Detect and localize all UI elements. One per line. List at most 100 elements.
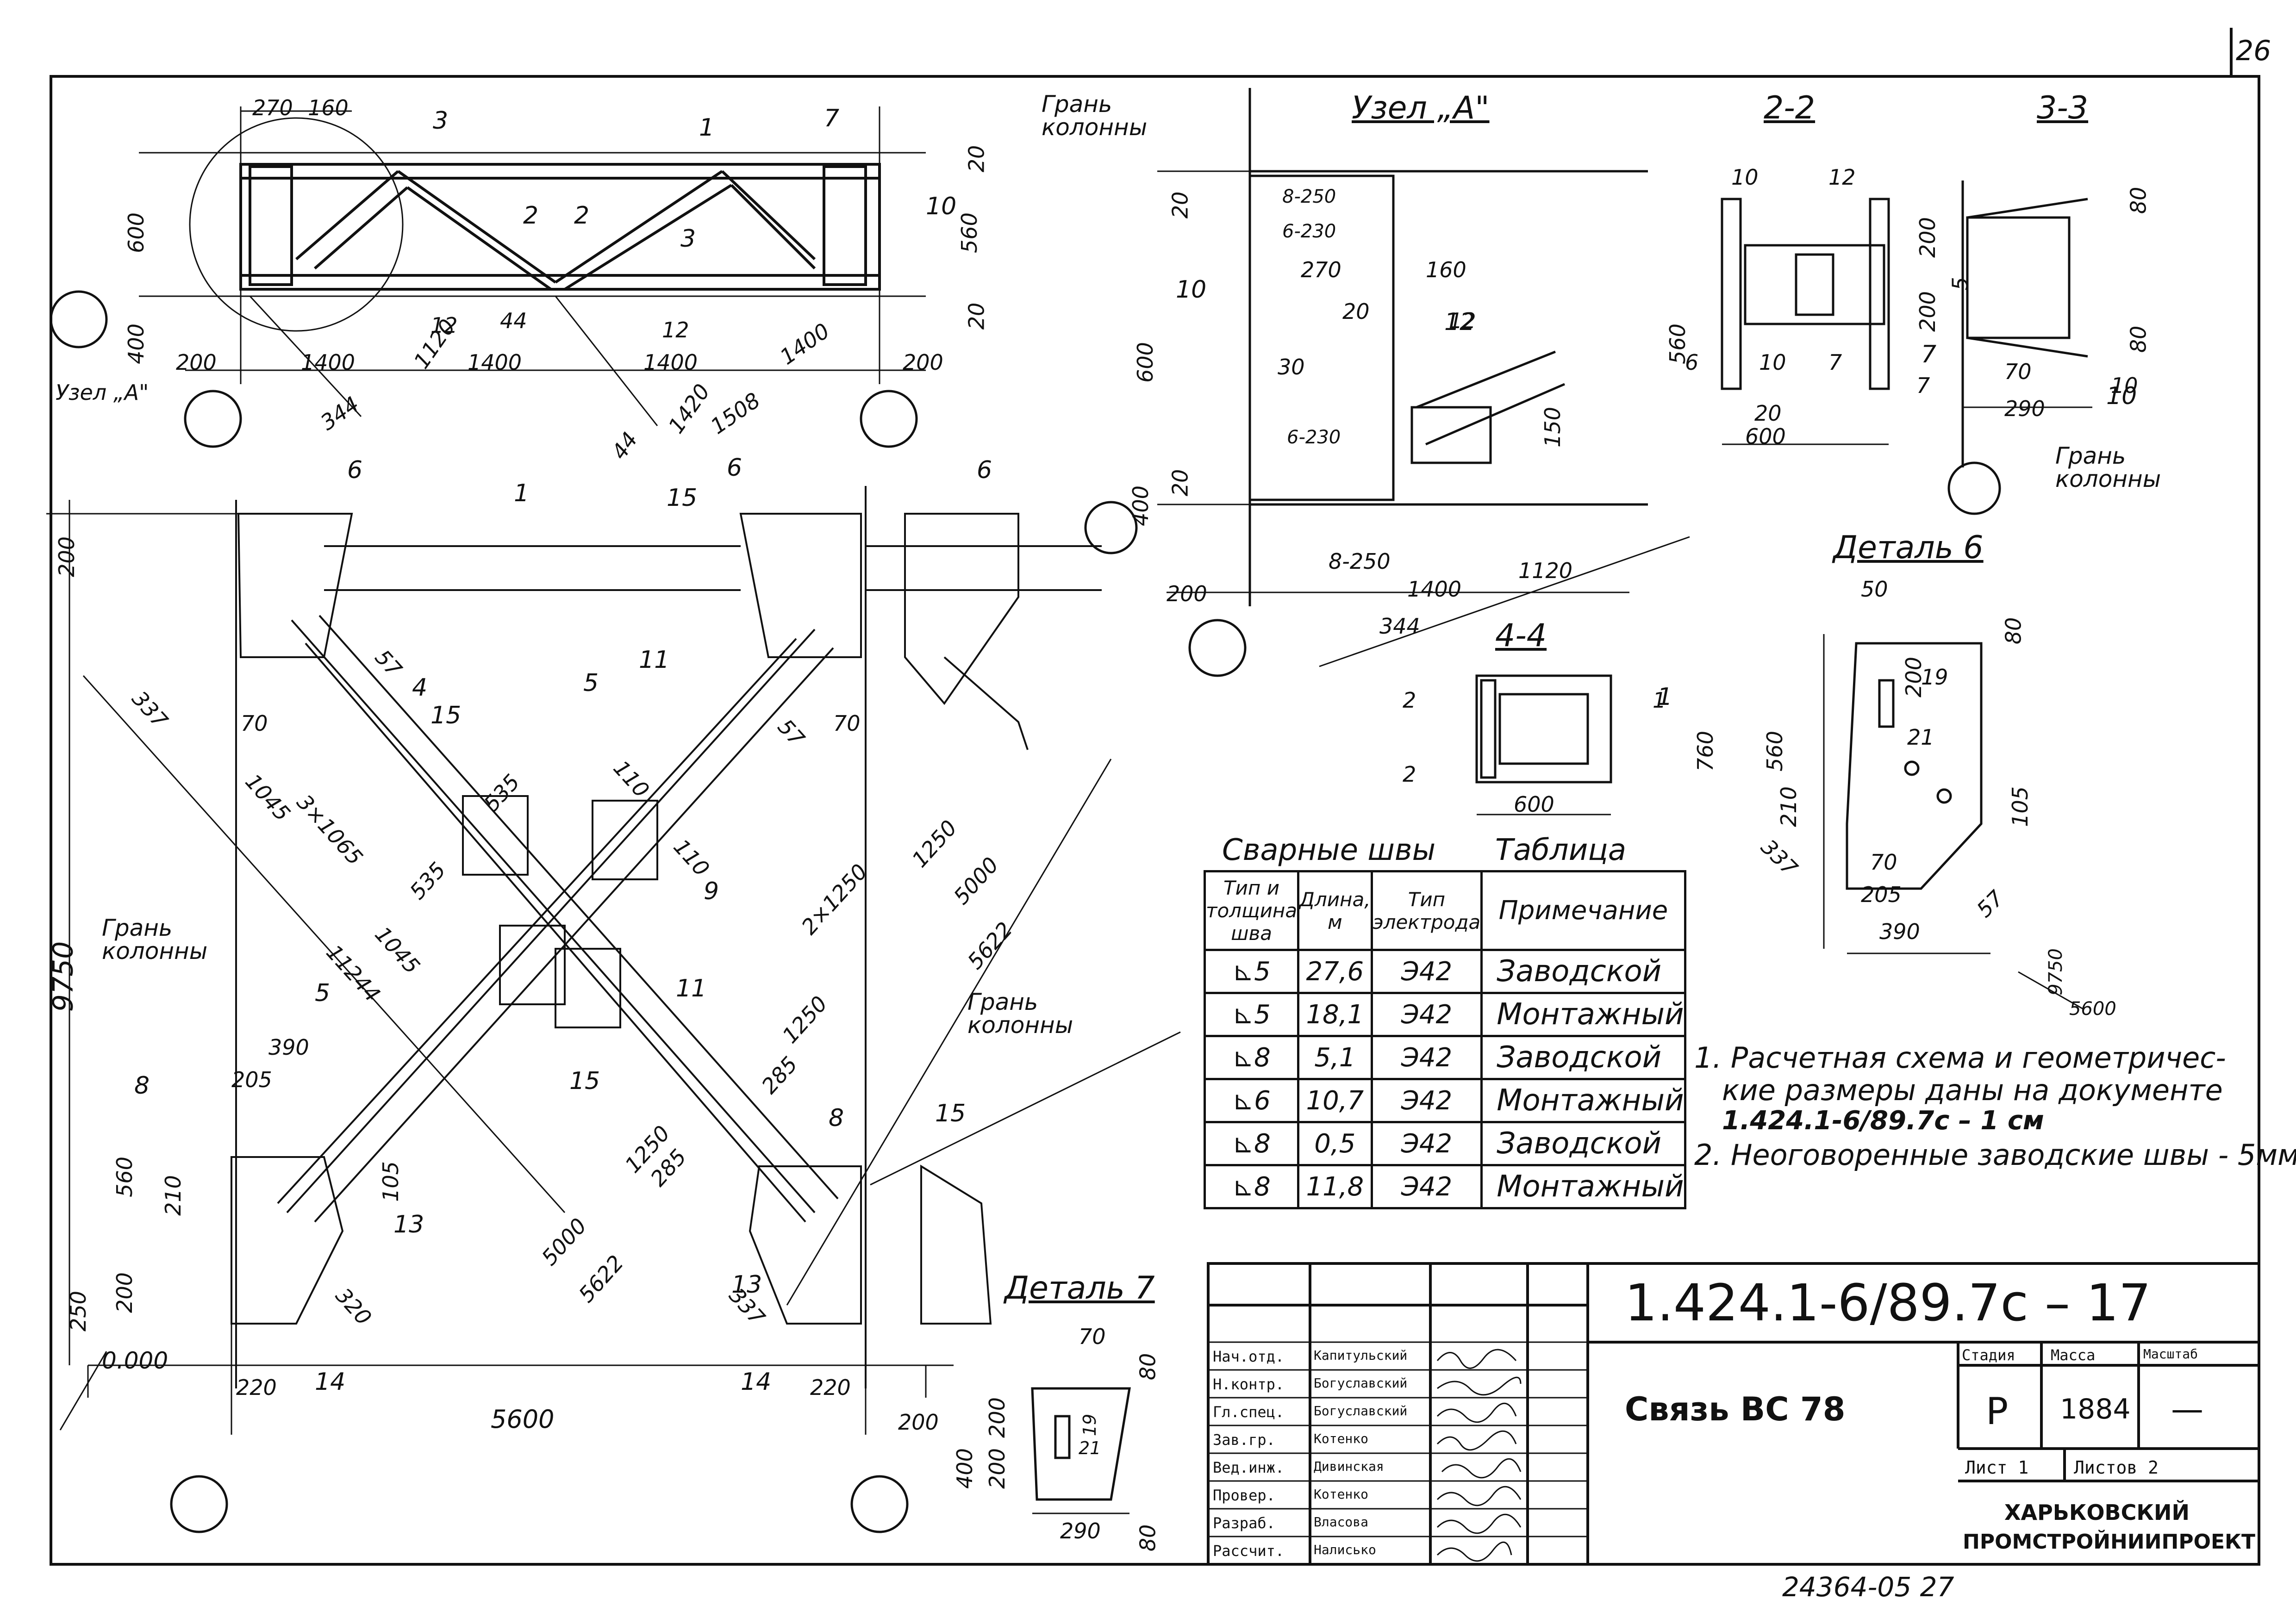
weld-type: ⊾8: [1203, 1121, 1300, 1166]
staff-name: Налисько: [1314, 1542, 1376, 1557]
dim-top: 12: [430, 313, 458, 338]
part-mark: 10: [2106, 382, 2137, 410]
weld-electrode: Э42: [1370, 1078, 1483, 1123]
part-mark: 8: [134, 1072, 150, 1100]
organization-line2: ПРОМСТРОЙНИИПРОЕКТ: [1963, 1530, 2256, 1554]
dim-det6: 205: [1861, 882, 1902, 907]
weld-table-label: Таблица: [1495, 833, 1627, 867]
weld-length: 27,6: [1297, 949, 1373, 994]
level-mark: 0.000: [102, 1347, 168, 1374]
staff-role: Разраб.: [1213, 1514, 1275, 1532]
dim-node-a: 200: [1167, 581, 1207, 606]
weld-note: Заводской: [1480, 1035, 1686, 1080]
part-mark: 14: [741, 1368, 772, 1396]
weld-electrode: Э42: [1370, 1164, 1483, 1209]
dim-main: 9750: [47, 941, 80, 1012]
signatures: [1436, 1349, 1522, 1562]
dim-22: 10: [1759, 350, 1786, 375]
weld-electrode: Э42: [1370, 1121, 1483, 1166]
staff-name: Богуславский: [1314, 1403, 1408, 1419]
column-face-label-mid: Грань колонны: [967, 989, 1073, 1039]
dim-44: 2: [1403, 688, 1416, 713]
dim-det7: 80: [1135, 1524, 1160, 1552]
part-mark: 2: [574, 202, 590, 230]
dim-main: 220: [236, 1375, 277, 1400]
dim-det7: 200: [984, 1397, 1010, 1438]
dim-top: 20: [964, 302, 989, 330]
dim-det6: 80: [2001, 617, 2026, 645]
dim-main: 105: [378, 1161, 403, 1202]
weld-header-type: Тип и толщина шва: [1203, 870, 1300, 951]
dim-det6: 760: [1692, 731, 1718, 772]
dim-node-a: 20: [1342, 299, 1370, 324]
dim-det7: 400: [952, 1448, 977, 1489]
section-2-2-title: 2-2: [1764, 90, 1816, 126]
weld-note: Заводской: [1480, 1121, 1686, 1166]
scale-value: —: [2171, 1390, 2203, 1428]
dim-node-a: 6-230: [1287, 427, 1341, 448]
dim-node-a: 600: [1132, 342, 1158, 383]
staff-name: Котенко: [1314, 1431, 1369, 1446]
weld-note: Монтажный: [1480, 992, 1686, 1037]
detail-6-title: Деталь 6: [1833, 529, 1984, 566]
inventory-number: 24364-05 27: [1782, 1571, 1954, 1603]
staff-name: Богуславский: [1314, 1375, 1408, 1391]
part-mark: 3: [680, 225, 696, 253]
part-mark: 12: [1444, 308, 1475, 336]
sheets-label: Листов 2: [2074, 1457, 2159, 1478]
weld-type: ⊾5: [1203, 992, 1300, 1037]
dim-node-a: 400: [1128, 485, 1153, 526]
weld-note: Монтажный: [1480, 1078, 1686, 1123]
note-line: кие размеры даны на документе: [1722, 1073, 2223, 1107]
table-row: ⊾8 11,8 Э42 Монтажный: [1203, 1164, 1686, 1209]
table-row: ⊾6 10,7 Э42 Монтажный: [1203, 1078, 1686, 1123]
dim-22: 20: [1754, 401, 1782, 426]
dim-node-a: 6-230: [1282, 221, 1336, 242]
part-mark: 1: [514, 479, 530, 507]
dim-node-a: 20: [1167, 191, 1193, 219]
table-row: ⊾5 18,1 Э42 Монтажный: [1203, 992, 1686, 1037]
part-mark: 10: [1176, 276, 1207, 304]
part-mark: 3: [433, 107, 449, 135]
mass-value: 1884: [2060, 1393, 2131, 1425]
dim-det6: 21: [1907, 725, 1934, 750]
weld-note: Монтажный: [1480, 1164, 1686, 1209]
dim-main: 200: [898, 1410, 939, 1435]
part-mark: 11: [639, 646, 670, 674]
scale-header: Масштаб: [2143, 1346, 2198, 1362]
part-mark: 7: [824, 105, 840, 132]
part-mark: 15: [667, 484, 698, 512]
weld-electrode: Э42: [1370, 1035, 1483, 1080]
dim-33: 290: [2004, 396, 2045, 421]
dim-main: 220: [810, 1375, 851, 1400]
drawing-title: Связь ВС 78: [1625, 1390, 1846, 1428]
detail-7-title: Деталь 7: [1004, 1270, 1155, 1307]
staff-role: Зав.гр.: [1213, 1431, 1275, 1449]
part-mark: 15: [569, 1067, 600, 1095]
dim-22: 6: [1685, 350, 1699, 375]
page-number: 26: [2236, 35, 2271, 67]
dim-det6: 50: [1861, 577, 1888, 602]
dim-node-a: 8-250: [1329, 549, 1391, 574]
part-mark: 7: [1921, 341, 1937, 368]
dim-det6: 560: [1762, 731, 1787, 772]
weld-note: Заводской: [1480, 949, 1686, 994]
weld-type: ⊾6: [1203, 1078, 1300, 1123]
weld-type: ⊾8: [1203, 1035, 1300, 1080]
table-row: ⊾5 27,6 Э42 Заводской: [1203, 949, 1686, 994]
dim-44: 2: [1403, 762, 1416, 787]
staff-name: Власова: [1314, 1514, 1369, 1530]
dim-node-a: 270: [1301, 257, 1341, 282]
node-a-title: Узел „А": [1352, 90, 1490, 126]
note-line: 1.424.1-6/89.7с – 1 см: [1722, 1106, 2044, 1136]
part-mark: 15: [935, 1100, 966, 1127]
weld-length: 10,7: [1297, 1078, 1373, 1123]
table-row: ⊾8 5,1 Э42 Заводской: [1203, 1035, 1686, 1080]
part-mark: 11: [676, 975, 707, 1002]
dim-33: 80: [2126, 187, 2151, 214]
weld-length: 5,1: [1297, 1035, 1373, 1080]
staff-role: Вед.инж.: [1213, 1459, 1285, 1476]
dim-det6: 5600: [2069, 998, 2116, 1020]
dim-main: 560: [112, 1157, 137, 1197]
weld-table-caption: Сварные швы: [1222, 833, 1436, 867]
